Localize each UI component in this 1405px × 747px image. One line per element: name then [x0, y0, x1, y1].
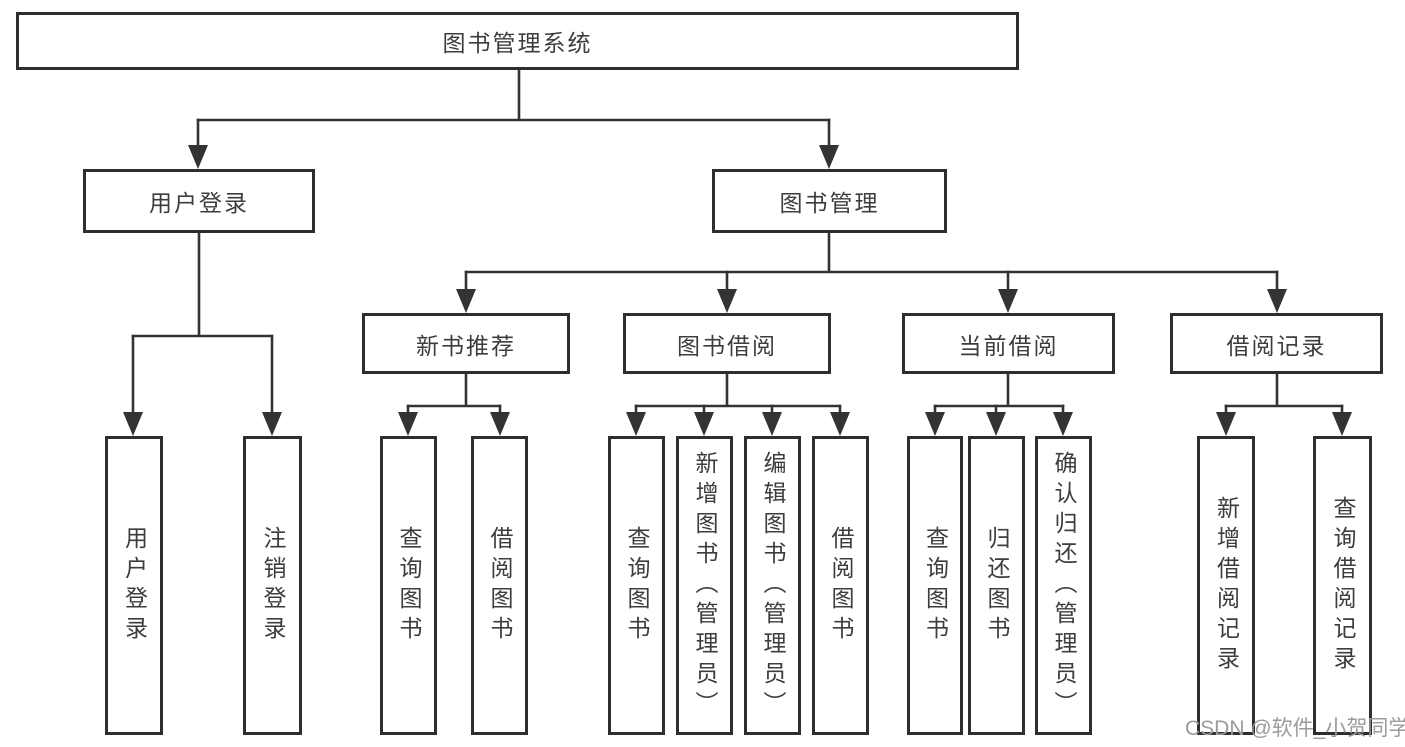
leaf-user-login: 用户登录	[105, 436, 163, 735]
leaf-label: 查询借阅记录	[1330, 495, 1356, 676]
leaf-label: 借阅图书	[487, 525, 513, 646]
node-book-management: 图书管理	[712, 169, 947, 233]
leaf-label: 查询图书	[922, 525, 949, 646]
leaf-borrow-books-recommend: 借阅图书	[471, 436, 528, 735]
leaf-label: 新增借阅记录	[1213, 495, 1240, 676]
leaf-label: 查询图书	[396, 525, 422, 646]
leaf-label: 新增图书（管理员）	[692, 450, 718, 721]
leaf-label: 编辑图书（管理员）	[760, 450, 786, 721]
leaf-label: 用户登录	[121, 525, 148, 646]
leaf-borrow-books-borrowing: 借阅图书	[812, 436, 869, 735]
csdn-watermark: CSDN @软件_小贺同学	[1185, 717, 1405, 740]
leaf-label: 查询图书	[624, 525, 650, 646]
node-label: 新书推荐	[416, 332, 516, 359]
leaf-label: 归还图书	[984, 525, 1010, 646]
node-new-book-recommend: 新书推荐	[362, 313, 570, 374]
leaf-label: 借阅图书	[828, 525, 854, 646]
leaf-add-books-admin: 新增图书（管理员）	[676, 436, 733, 735]
leaf-query-books-current: 查询图书	[907, 436, 963, 735]
node-current-borrowing: 当前借阅	[902, 313, 1115, 374]
node-label: 图书管理系统	[442, 30, 593, 56]
leaf-return-books: 归还图书	[968, 436, 1025, 735]
node-label: 图书管理	[779, 190, 880, 216]
node-user-login: 用户登录	[83, 169, 315, 233]
leaf-query-books-recommend: 查询图书	[380, 436, 437, 735]
node-library-management-system: 图书管理系统	[16, 12, 1019, 70]
leaf-query-borrow-record: 查询借阅记录	[1313, 436, 1372, 735]
leaf-confirm-return-admin: 确认归还（管理员）	[1035, 436, 1092, 735]
leaf-label: 注销登录	[260, 525, 286, 646]
leaf-logout: 注销登录	[243, 436, 302, 735]
leaf-label: 确认归还（管理员）	[1051, 450, 1077, 721]
leaf-query-books-borrowing: 查询图书	[608, 436, 665, 735]
node-borrowing-records: 借阅记录	[1170, 313, 1383, 374]
node-book-borrowing: 图书借阅	[623, 313, 831, 374]
node-label: 借阅记录	[1226, 332, 1327, 359]
node-label: 当前借阅	[958, 332, 1059, 359]
node-label: 用户登录	[149, 190, 249, 216]
node-label: 图书借阅	[677, 332, 777, 359]
leaf-add-borrow-record: 新增借阅记录	[1197, 436, 1255, 735]
leaf-edit-books-admin: 编辑图书（管理员）	[744, 436, 801, 735]
